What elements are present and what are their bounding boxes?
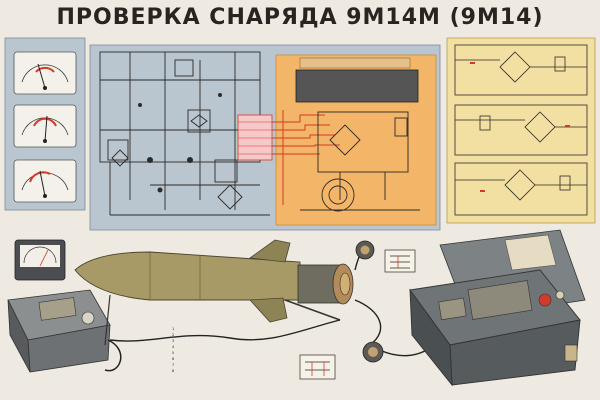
main-schematic-panel: [89, 44, 441, 231]
legend-number: 8: [172, 369, 174, 373]
legend-number: 6: [172, 357, 174, 361]
legend-number: 4: [172, 345, 175, 349]
pin-wires: [311, 256, 399, 376]
legend-number: 5: [172, 351, 174, 355]
connector-block: [237, 114, 273, 161]
legend-number: 7: [172, 363, 174, 367]
right-schematic-panel: [446, 37, 596, 224]
legend-number: 2: [172, 333, 174, 337]
legend-number: 3: [172, 339, 174, 343]
missile-icon: [74, 239, 354, 346]
meter-icon: [14, 239, 66, 281]
oscilloscope-block: [295, 69, 419, 103]
poster-title: ПРОВЕРКА СНАРЯДА 9М14М (9М14): [56, 5, 544, 30]
legend-list: 1 2 3 4 5 6 7 8: [172, 327, 175, 373]
gauge-icon: [13, 51, 77, 95]
pin-diagrams: [299, 249, 416, 380]
legend-number: 1: [172, 327, 174, 331]
gauge-icon: [13, 159, 77, 203]
connector-icon: [355, 240, 384, 363]
gauges-panel: [4, 37, 86, 211]
test-case-icon: [409, 229, 586, 387]
gauge-icon: [13, 104, 77, 148]
title-bar: ПРОВЕРКА СНАРЯДА 9М14М (9М14): [0, 0, 600, 36]
test-instrument: [7, 289, 122, 373]
